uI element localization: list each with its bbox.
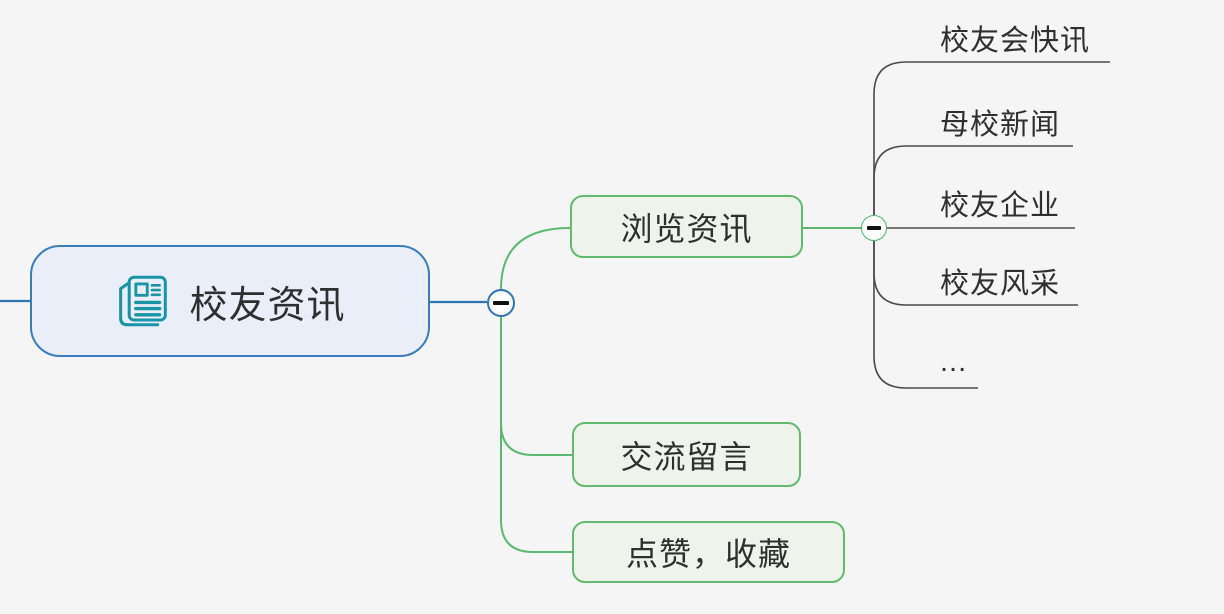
topic-label: 交流留言 bbox=[620, 438, 753, 475]
minus-icon bbox=[493, 301, 509, 305]
subtopic-ellipsis[interactable]: ... bbox=[940, 346, 968, 378]
topic-label: 浏览资讯 bbox=[620, 210, 753, 247]
collapse-button-browse-news[interactable] bbox=[861, 215, 887, 241]
topic-root[interactable]: 校友资讯 bbox=[30, 245, 430, 357]
collapse-button-root[interactable] bbox=[487, 289, 515, 317]
topic-like-favorite[interactable]: 点赞，收藏 bbox=[572, 521, 845, 583]
minus-icon bbox=[867, 226, 881, 230]
subtopic-alma-mater-news[interactable]: 母校新闻 bbox=[940, 109, 1061, 141]
subtopic-alumni-enterprises[interactable]: 校友企业 bbox=[940, 190, 1061, 222]
topic-comments[interactable]: 交流留言 bbox=[572, 422, 801, 487]
topic-label: 点赞，收藏 bbox=[625, 536, 791, 572]
subtopic-alumni-style[interactable]: 校友风采 bbox=[940, 268, 1061, 300]
topic-browse-news[interactable]: 浏览资讯 bbox=[570, 195, 803, 258]
topic-root-label: 校友资讯 bbox=[189, 284, 346, 327]
newspaper-icon bbox=[119, 275, 168, 327]
subtopic-alumni-association-news[interactable]: 校友会快讯 bbox=[940, 25, 1091, 57]
